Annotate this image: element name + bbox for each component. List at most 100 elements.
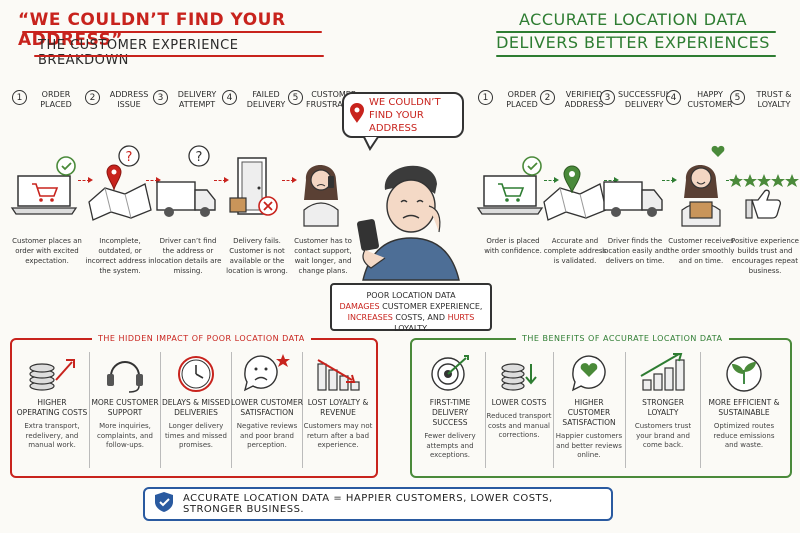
- divider: [160, 352, 161, 468]
- impact-item-3: Delays & missed deliveries Longer delive…: [160, 350, 232, 451]
- step-label: Trust & loyalty: [756, 90, 792, 109]
- step-number: 5: [288, 90, 303, 105]
- right-title-underline-1: [496, 31, 776, 33]
- declining-chart-icon: [302, 350, 374, 394]
- left-step-2: 2Address issue ? Incomplete, outdated, o…: [85, 90, 155, 276]
- step-label: Failed delivery: [246, 90, 286, 109]
- impact-panel: The hidden impact of poor location data: [10, 334, 378, 478]
- benefit-item-5: More efficient & sustainable Optimized r…: [708, 350, 780, 451]
- impact-title: Lost loyalty & revenue: [307, 398, 369, 417]
- benefits-panel: The benefits of accurate location data: [410, 334, 792, 478]
- right-step-4: 4Happy customer Customer receives the or…: [666, 90, 736, 266]
- banner-word-damages: Damages: [339, 302, 380, 311]
- impact-item-2: More customer support More inquiries, co…: [89, 350, 161, 451]
- step-label: Address issue: [109, 90, 149, 109]
- impact-title: Higher operating costs: [16, 398, 88, 417]
- right-step-1: 1Order placed Order is placed with confi…: [476, 90, 548, 256]
- stars-thumbs-up-icon: [729, 144, 800, 226]
- impact-description: Extra transport, redelivery, and manual …: [24, 422, 80, 449]
- divider: [302, 352, 303, 468]
- benefit-description: Happier customers and better reviews onl…: [555, 432, 623, 459]
- step-number: 2: [85, 90, 100, 105]
- left-step-4: 4 Failed delivery Delivery fails. Custome…: [222, 90, 292, 276]
- benefit-title: More efficient & sustainable: [708, 398, 780, 417]
- coins-down-icon: [483, 350, 555, 394]
- left-step-3: 3 Delivery attempt ? Driver can’t find th…: [153, 90, 223, 276]
- step-description: Order is placed with confidence.: [484, 237, 542, 255]
- banner-line2: Damages customer experience,: [332, 301, 490, 312]
- left-step-5: 5Customer frustration Customer has to co…: [288, 90, 362, 276]
- left-title-underline: [22, 31, 322, 33]
- left-step-1: 1Order placed Customer places an order w…: [10, 90, 82, 266]
- truck-question-icon: ?: [153, 144, 223, 226]
- step-number: 3: [153, 90, 168, 105]
- impact-item-4: Lower customer satisfaction Negative rev…: [231, 350, 303, 451]
- right-step-3: 3Successful delivery Driver finds the lo…: [600, 90, 670, 266]
- banner-word-increases: Increases: [347, 313, 393, 322]
- map-pin-verified-icon: [540, 144, 610, 226]
- benefits-panel-title: The benefits of accurate location data: [516, 334, 729, 343]
- flow-arrow: [604, 177, 619, 183]
- right-title-line1: Accurate location data: [518, 10, 748, 29]
- step-label: Order placed: [40, 90, 72, 109]
- leaf-icon: [708, 350, 780, 394]
- map-pin-icon: [350, 103, 364, 127]
- bubble-text: We couldn’t find your address: [369, 96, 441, 134]
- step-number: 1: [12, 90, 27, 105]
- step-description: Positive experience builds trust and enc…: [730, 237, 799, 275]
- shield-check-icon: [155, 492, 173, 516]
- right-step-5: 5 Trust & loyalty Positive experience bui…: [729, 90, 800, 276]
- step-description: Delivery fails. Customer is not availabl…: [226, 237, 288, 275]
- benefit-title: Higher customer satisfaction: [562, 398, 616, 427]
- benefit-title: First-time delivery success: [429, 398, 471, 427]
- step-number: 4: [666, 90, 681, 105]
- sad-face-icon: [231, 350, 303, 394]
- flow-arrow: [544, 177, 559, 183]
- benefit-item-1: First-time delivery success Fewer delive…: [414, 350, 486, 461]
- impact-description: Longer delivery times and missed promise…: [165, 422, 227, 449]
- svg-text:?: ?: [126, 150, 133, 165]
- step-label: Successful delivery: [618, 90, 671, 109]
- impact-item-1: Higher operating costs Extra transport, …: [16, 350, 88, 451]
- flow-arrow: [282, 177, 297, 183]
- step-description: Driver finds the location easily and del…: [602, 237, 668, 265]
- laptop-cart-icon: [10, 144, 82, 226]
- step-label: Verified address: [564, 90, 604, 109]
- impact-title: Delays & missed deliveries: [161, 398, 231, 417]
- laptop-cart-icon: [476, 144, 548, 226]
- left-subtitle-underline: [34, 55, 324, 57]
- footer-banner: Accurate location data = happier custome…: [143, 487, 613, 521]
- right-title: Accurate location data delivers better e…: [488, 10, 778, 56]
- impact-description: Customers may not return after a bad exp…: [303, 422, 373, 449]
- impact-item-5: Lost loyalty & revenue Customers may not…: [302, 350, 374, 451]
- step-label: Delivery attempt: [177, 90, 217, 109]
- step-number: 4: [222, 90, 237, 105]
- impact-title: More customer support: [91, 398, 159, 417]
- step-number: 5: [730, 90, 745, 105]
- step-label: Customer frustration: [306, 90, 362, 109]
- target-icon: [414, 350, 486, 394]
- impact-description: Negative reviews and poor brand percepti…: [236, 422, 298, 449]
- center-banner: Poor location data Damages customer expe…: [330, 283, 492, 333]
- divider: [89, 352, 90, 468]
- divider: [553, 352, 554, 468]
- banner-text-2: costs, and: [392, 313, 448, 322]
- benefit-description: Fewer delivery attempts and exceptions.: [424, 432, 476, 459]
- impact-title: Lower customer satisfaction: [231, 398, 303, 417]
- flow-arrow: [662, 177, 677, 183]
- impact-description: More inquiries, complaints, and follow-u…: [96, 422, 154, 449]
- step-number: 1: [478, 90, 493, 105]
- step-description: Driver can’t find the address or locatio…: [154, 237, 222, 275]
- step-description: Customer has to contact support, wait lo…: [294, 237, 352, 275]
- benefit-item-4: Stronger loyalty Customers trust your br…: [627, 350, 699, 451]
- rising-chart-icon: [627, 350, 699, 394]
- banner-word-hurts: hurts: [447, 313, 475, 322]
- left-title: “We couldn’t find your address”: [18, 10, 286, 50]
- frustrated-person-icon: [288, 144, 358, 227]
- divider: [700, 352, 701, 468]
- divider: [625, 352, 626, 468]
- step-description: Customer receives the order smoothly and…: [667, 237, 735, 265]
- divider: [485, 352, 486, 468]
- benefit-item-3: Higher customer satisfaction Happier cus…: [553, 350, 625, 461]
- coins-rising-icon: [16, 350, 88, 394]
